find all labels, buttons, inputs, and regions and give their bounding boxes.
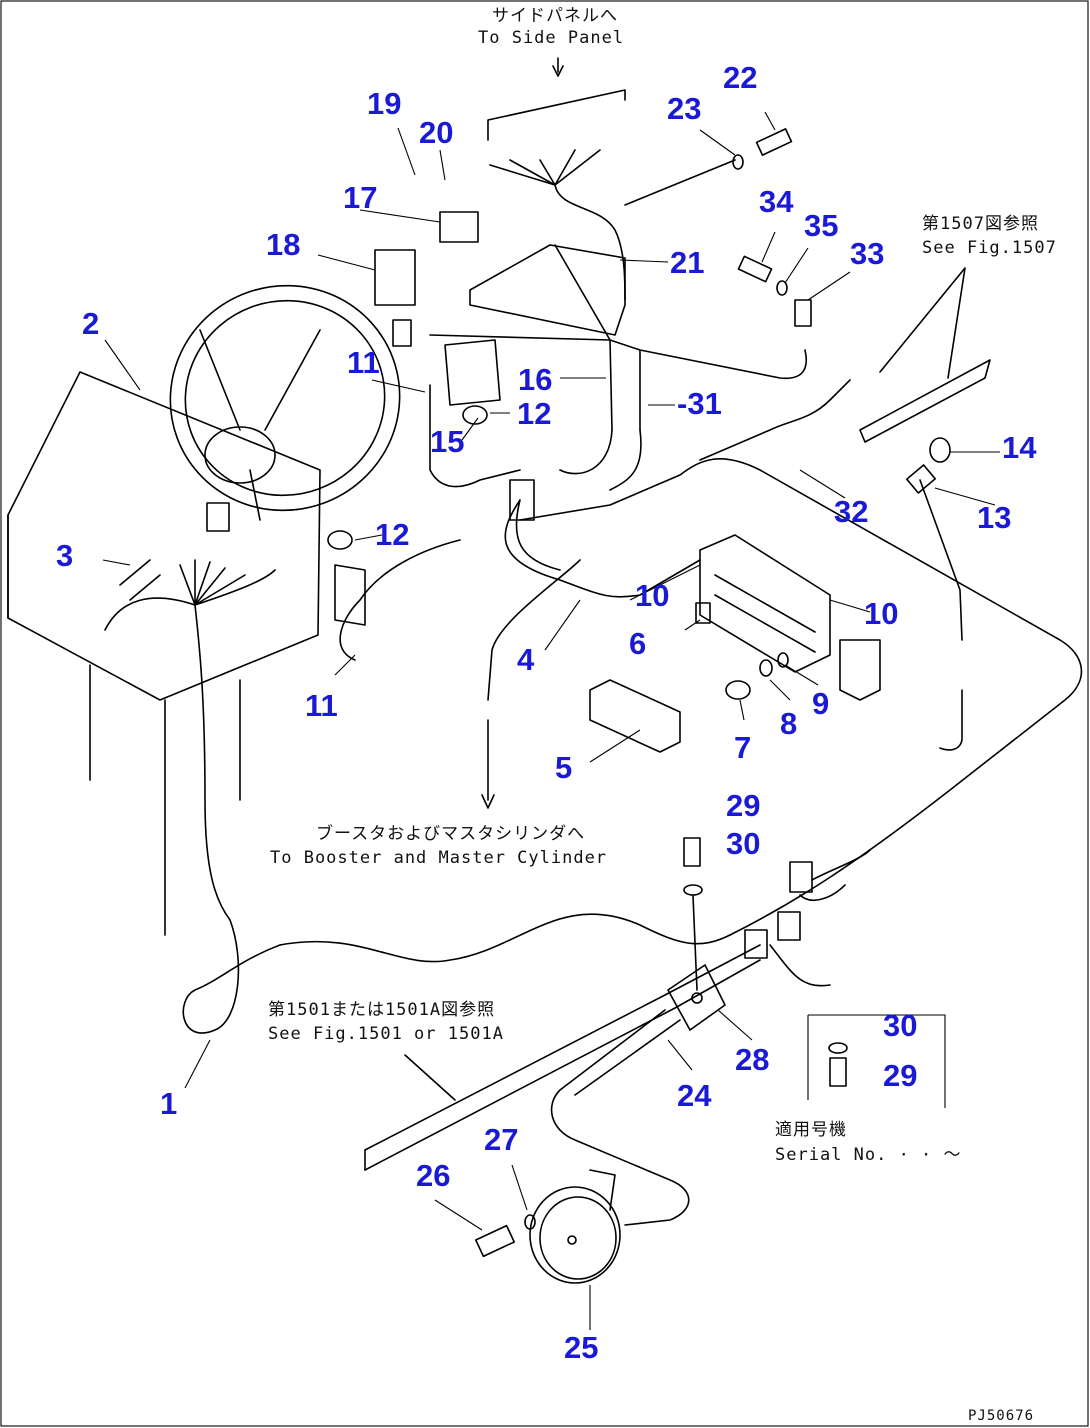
callout-15: 15 xyxy=(430,424,465,459)
harness-top xyxy=(487,89,626,301)
note-fig1507-en: See Fig.1507 xyxy=(922,238,1057,258)
bracket-right xyxy=(839,639,881,701)
callout-28: 28 xyxy=(735,1042,770,1077)
callout-5: 5 xyxy=(555,750,573,785)
callout-29b: 29 xyxy=(883,1058,918,1093)
horn-25 xyxy=(529,1186,621,1284)
callout-12a: 12 xyxy=(517,396,552,431)
callout-27: 27 xyxy=(484,1122,519,1157)
bolt-22 xyxy=(732,128,793,170)
callout-25: 25 xyxy=(564,1330,599,1365)
harness-11 xyxy=(339,384,535,661)
callout-34: 34 xyxy=(759,184,794,219)
note-side-panel-jp: サイドパネルへ xyxy=(492,6,618,26)
harness-3 xyxy=(104,502,281,1034)
note-fig1501-jp: 第1501または1501A図参照 xyxy=(268,1000,496,1020)
callout-26: 26 xyxy=(416,1158,451,1193)
callout-14: 14 xyxy=(1002,430,1037,465)
parts-33-34-35 xyxy=(737,255,812,327)
main-harness-1 xyxy=(279,458,1083,1171)
harness-13 xyxy=(905,437,963,751)
callout-19: 19 xyxy=(367,86,402,121)
callout-23: 23 xyxy=(667,91,702,126)
connectors-lower xyxy=(744,849,871,987)
callout-11a: 11 xyxy=(347,345,380,380)
callout-24: 24 xyxy=(677,1078,712,1113)
note-serial-en: Serial No. · · ～ xyxy=(775,1145,962,1165)
part-6 xyxy=(695,602,711,624)
bolt-29-top xyxy=(683,837,703,991)
callout-22: 22 xyxy=(723,60,758,95)
callout-32: 32 xyxy=(834,494,869,529)
callout-30a: 30 xyxy=(726,826,761,861)
callout-21: 21 xyxy=(670,245,705,280)
fuse-box-10 xyxy=(699,534,831,673)
callout-12b: 12 xyxy=(375,517,410,552)
callout-30b: 30 xyxy=(883,1008,918,1043)
callout-31: -31 xyxy=(677,386,722,421)
arrow-fig1501 xyxy=(404,1054,456,1101)
harness-4 xyxy=(481,499,701,809)
callout-11b: 11 xyxy=(305,688,338,723)
arrow-side-panel xyxy=(552,57,564,77)
callout-6: 6 xyxy=(629,626,647,661)
steering-wheel xyxy=(169,284,401,521)
relay-18-17 xyxy=(374,211,479,347)
callout-33: 33 xyxy=(850,236,885,271)
note-fig1501-en: See Fig.1501 or 1501A xyxy=(268,1024,504,1044)
callout-18: 18 xyxy=(266,227,301,262)
callout-4: 4 xyxy=(517,642,535,677)
callout-10b: 10 xyxy=(864,596,899,631)
harness-fig1507 xyxy=(859,359,991,443)
cover-5 xyxy=(589,679,681,753)
bolt-26-washer-27 xyxy=(474,1214,536,1258)
arrow-booster xyxy=(481,794,495,809)
callout-9: 9 xyxy=(812,686,830,721)
callout-7: 7 xyxy=(734,730,752,765)
bolt-29-bottom xyxy=(828,1042,848,1087)
serial-bracket xyxy=(807,1014,946,1108)
callout-leaders xyxy=(102,111,1000,1330)
leader-23 xyxy=(624,159,736,206)
callout-20: 20 xyxy=(419,115,454,150)
diagram-id: PJ50676 xyxy=(968,1408,1035,1424)
note-booster-en: To Booster and Master Cylinder xyxy=(270,848,608,868)
parts-7-8-9 xyxy=(725,652,789,700)
note-fig1507-jp: 第1507図参照 xyxy=(922,214,1039,234)
arrows-fig1507 xyxy=(879,267,966,379)
callout-17: 17 xyxy=(343,180,378,215)
callout-13: 13 xyxy=(977,500,1012,535)
callout-8: 8 xyxy=(780,706,798,741)
note-serial-jp: 適用号機 xyxy=(775,1120,847,1140)
callout-2: 2 xyxy=(82,306,100,341)
bracket-15 xyxy=(327,339,501,626)
bracket-28 xyxy=(667,964,726,1031)
note-side-panel-en: To Side Panel xyxy=(478,28,625,48)
harness-24 xyxy=(550,1009,690,1226)
bracket-21 xyxy=(469,244,626,341)
harness-16-31 xyxy=(429,334,851,491)
note-booster-jp: ブースタおよびマスタシリンダへ xyxy=(316,824,586,844)
steering-column-box xyxy=(7,371,321,936)
callout-10a: 10 xyxy=(635,578,670,613)
callout-35: 35 xyxy=(804,208,839,243)
callout-3: 3 xyxy=(56,538,74,573)
callout-29a: 29 xyxy=(726,788,761,823)
callout-1: 1 xyxy=(160,1086,178,1121)
callout-16: 16 xyxy=(518,362,553,397)
